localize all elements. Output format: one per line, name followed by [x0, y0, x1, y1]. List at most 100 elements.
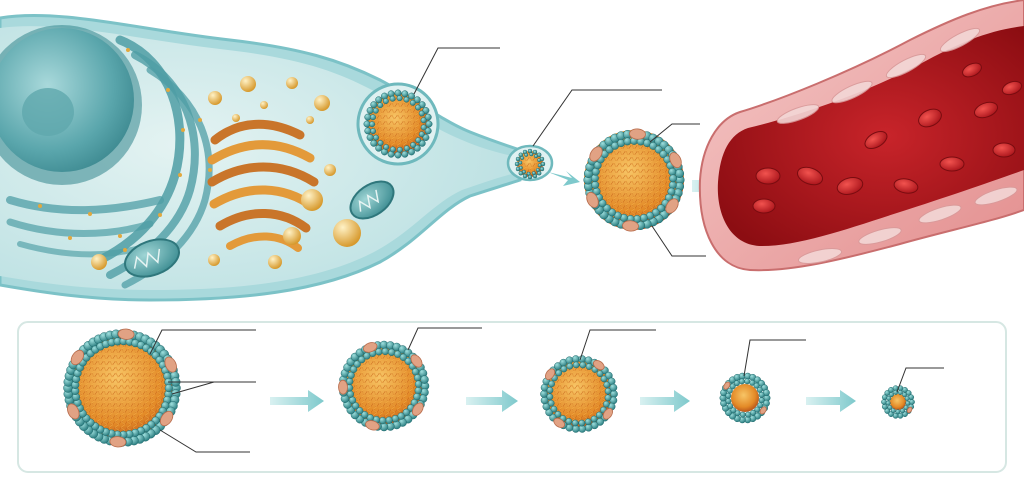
phospholipid-head	[535, 168, 540, 172]
phospholipid-head	[881, 399, 887, 405]
phospholipid-head	[890, 408, 896, 414]
phospholipid-head	[425, 120, 433, 128]
endothelial-cells	[776, 27, 1018, 264]
apolipoprotein	[759, 406, 767, 415]
phospholipid-head	[730, 407, 737, 414]
phospholipid-head	[610, 390, 618, 398]
blood-vessel	[698, 0, 1024, 272]
phospholipid-head	[396, 146, 403, 153]
phospholipid-head	[358, 355, 366, 364]
sequence-arrow	[640, 390, 690, 412]
phospholipid-head	[554, 410, 562, 418]
phospholipid-head	[413, 144, 421, 152]
phospholipid-head	[420, 124, 427, 131]
phospholipid-head	[522, 169, 526, 174]
phospholipid-head	[529, 152, 534, 157]
phospholipid-head	[351, 402, 360, 410]
phospholipid-head	[595, 411, 603, 419]
phospholipid-head	[734, 410, 741, 417]
phospholipid-head	[422, 134, 430, 141]
phospholipid-head	[387, 348, 396, 356]
phospholipid-head	[524, 152, 529, 157]
phospholipid-head	[402, 408, 410, 417]
phospholipid-head	[668, 181, 677, 190]
ribosomes	[38, 48, 212, 252]
phospholipid-head	[897, 390, 903, 395]
phospholipid-head	[905, 400, 911, 406]
phospholipid-head	[600, 375, 608, 383]
phospholipid-head	[414, 386, 422, 395]
sequence-arrows	[270, 390, 856, 412]
leader-lines-bottom	[149, 327, 944, 453]
particle-5	[881, 385, 915, 419]
apolipoprotein	[665, 198, 679, 214]
phospholipid-head	[585, 363, 593, 370]
nucleolus	[22, 88, 74, 136]
phospholipid-head	[903, 405, 909, 411]
lipoprotein-particle	[583, 128, 685, 232]
phospholipid-head	[413, 96, 421, 104]
phospholipid-head	[349, 365, 358, 374]
phospholipid-head	[753, 382, 760, 389]
phospholipid-head	[353, 360, 361, 368]
phospholipid-head	[515, 156, 521, 162]
phospholipid-head	[410, 142, 417, 148]
phospholipid-head	[555, 369, 563, 377]
phospholipid-head	[579, 361, 587, 369]
apolipoprotein	[70, 349, 85, 366]
phospholipid-head	[749, 379, 756, 386]
sequence-arrow	[466, 390, 518, 412]
phospholipid-head	[414, 380, 423, 388]
phospholipid-head	[375, 144, 383, 152]
leader-line	[896, 367, 944, 393]
phospholipid-head	[361, 411, 369, 419]
phospholipid-head	[590, 174, 599, 183]
phospholipid-head	[727, 403, 734, 410]
phospholipid-head	[403, 145, 410, 152]
phospholipid-head	[164, 384, 173, 393]
phospholipid-head	[757, 402, 764, 409]
phospholipid-head	[596, 370, 604, 378]
phospholipid-head	[379, 416, 387, 425]
apolipoprotein	[629, 128, 646, 140]
phospholipid-head	[394, 151, 402, 159]
phospholipid-head	[534, 154, 538, 159]
phospholipid-head	[526, 171, 531, 176]
phospholipid-head	[886, 395, 892, 401]
phospholipid-head	[659, 150, 668, 159]
phospholipid-head	[413, 374, 422, 382]
phospholipid-head	[383, 144, 390, 151]
phospholipid-head	[408, 92, 415, 100]
phospholipid-head	[518, 165, 523, 170]
apolipoprotein	[723, 381, 731, 390]
phospholipid-head	[668, 167, 677, 176]
apolipoprotein	[159, 410, 174, 427]
phospholipid-head	[389, 146, 396, 153]
phospholipid-head	[409, 99, 416, 106]
phospholipid-head	[572, 361, 580, 369]
phospholipid-head	[522, 173, 528, 179]
phospholipid-head	[377, 140, 384, 146]
phospholipid-head	[399, 353, 407, 361]
leader-line	[171, 381, 215, 395]
apolipoprotein	[553, 417, 566, 428]
particle-4	[719, 372, 771, 424]
phospholipid-head	[565, 418, 573, 425]
phospholipid-head	[370, 101, 378, 109]
phospholipid-head	[540, 390, 548, 398]
phospholipid-head	[590, 415, 598, 423]
phospholipid-head	[364, 127, 372, 135]
sequence-arrow	[270, 390, 324, 412]
phospholipid-head	[900, 408, 905, 414]
phospholipid-head	[546, 386, 554, 394]
phospholipid-head	[518, 160, 523, 165]
phospholipid-head	[537, 163, 542, 168]
phospholipid-head	[375, 96, 383, 104]
phospholipid-head	[394, 89, 402, 97]
particle-2	[338, 340, 430, 432]
phospholipid-head	[364, 113, 372, 121]
phospholipid-head	[902, 392, 908, 398]
phospholipid-head	[565, 356, 574, 365]
phospholipid-head	[584, 418, 592, 426]
